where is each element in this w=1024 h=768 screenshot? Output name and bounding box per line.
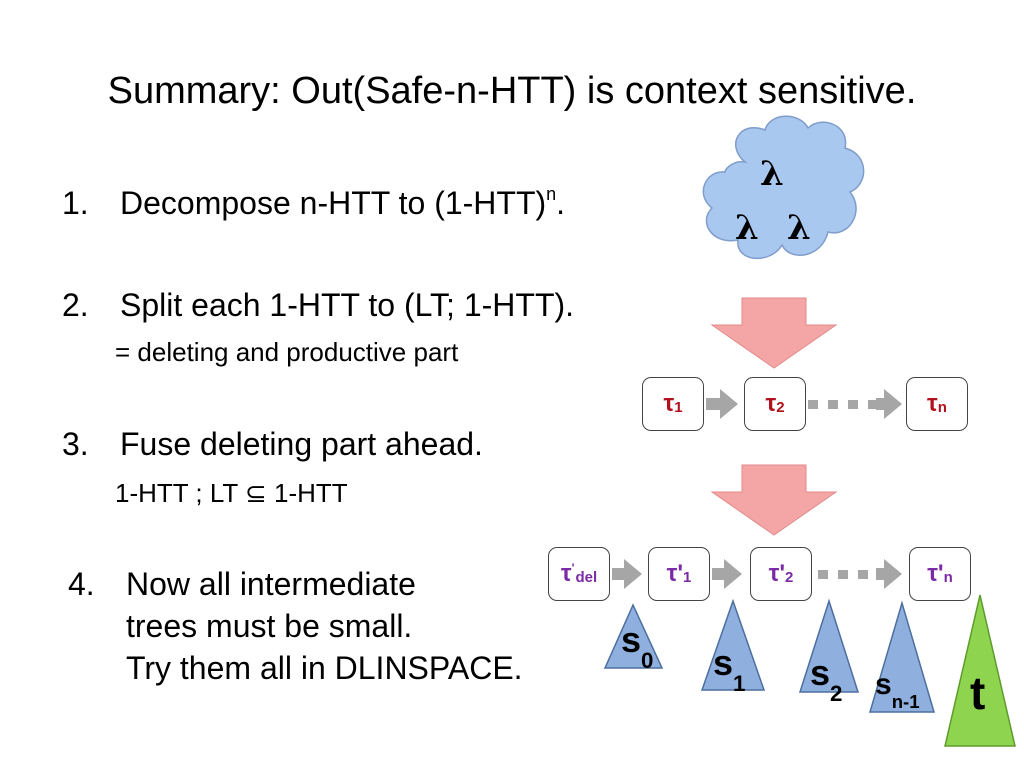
item-number: 1. (62, 185, 89, 221)
item-number: 2. (62, 287, 89, 323)
tau-prime-1-box: τ'1 (648, 547, 710, 601)
tree-sn-1 (868, 600, 936, 713)
tree-label-sn-1: sn-1 (875, 668, 920, 712)
lambda-left: λ (735, 208, 759, 248)
right-arrow-icon (876, 559, 902, 589)
tau-subscript: 1 (674, 398, 683, 416)
item-text: Split each 1-HTT to (LT; 1-HTT). (120, 287, 575, 323)
tau-subscript: 2 (776, 398, 785, 416)
row1-connectors (706, 389, 902, 419)
tree-label-s1: s1 (713, 642, 746, 696)
tau-prime-n-box: τ'n (909, 547, 971, 601)
tau-symbol: τ (560, 560, 572, 587)
tau-symbol: τ' (666, 560, 684, 587)
tree-label-s2: s2 (810, 652, 843, 706)
item-line-1: Now all intermediate (126, 566, 416, 602)
lambda-cloud (702, 115, 865, 260)
item-number: 3. (62, 426, 89, 462)
right-arrow-icon (712, 559, 742, 589)
item-text-end: . (556, 185, 566, 221)
item-text: Fuse deleting part ahead. (120, 426, 483, 462)
lambda-right: λ (787, 208, 811, 248)
tree-s1 (700, 598, 766, 691)
tau-prime: ' (571, 561, 575, 575)
item-superscript: n (546, 184, 557, 205)
tau-subscript: 2 (785, 568, 794, 586)
tau-subscript: 1 (683, 568, 692, 586)
tau-prime-2-box: τ'2 (750, 547, 812, 601)
tree-label-s0: s0 (621, 619, 654, 673)
tau-symbol: τ' (768, 560, 786, 587)
tree-s2 (798, 598, 860, 693)
tau-subscript: n (937, 398, 947, 416)
right-arrow-icon (612, 559, 642, 589)
item-line-2: trees must be small. (126, 608, 413, 644)
item-2-subtext: = deleting and productive part (115, 337, 459, 367)
tree-t (944, 594, 1016, 747)
tree-s0 (603, 603, 664, 669)
row2-connectors (612, 559, 902, 589)
right-arrow-icon (706, 389, 738, 419)
down-arrow-1 (710, 297, 838, 369)
tree-label-t: t (970, 667, 986, 719)
tau-del-box: τ'del (548, 547, 610, 601)
tau-symbol: τ (927, 390, 938, 417)
down-arrow-2 (710, 464, 838, 536)
tau-symbol: τ (663, 390, 675, 417)
item-number: 4. (68, 566, 95, 602)
item-line-3: Try them all in DLINSPACE. (126, 650, 523, 686)
tau-subscript: n (943, 568, 953, 586)
tau-symbol: τ' (927, 560, 944, 587)
item-text: Decompose n-HTT to (1-HTT) (120, 185, 547, 221)
item-3-subtext: 1-HTT ; LT ⊆ 1-HTT (115, 478, 348, 508)
tau-subscript: del (575, 568, 598, 586)
right-arrow-icon (876, 389, 902, 419)
tau-symbol: τ (765, 390, 777, 417)
lambda-top: λ (760, 154, 784, 194)
page-title: Summary: Out(Safe-n-HTT) is context sens… (107, 70, 917, 112)
